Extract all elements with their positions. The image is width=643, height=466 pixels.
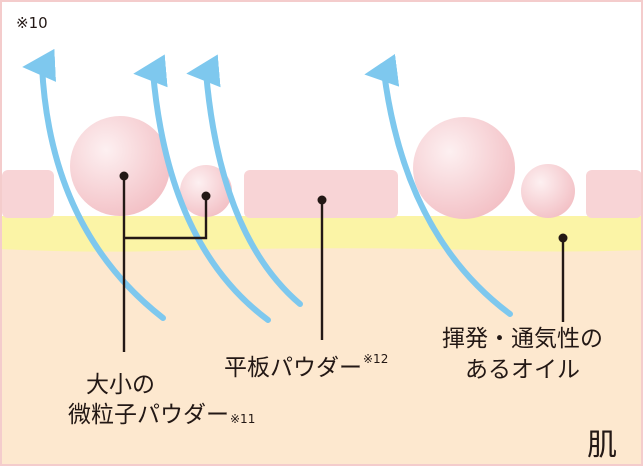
label-oil-line1: 揮発・通気性の [442,326,603,352]
label-plate-text: 平板パウダー [224,355,362,381]
plate-powder-left [2,170,54,218]
airflow-arrow-2 [133,54,271,323]
leader-line-powder [122,176,208,352]
airflow-arrow-4 [364,53,513,317]
footnote-marker: ※10 [16,14,48,32]
sphere-large-right [413,117,515,219]
leader-dot-large-sphere [119,171,129,181]
label-breathable-oil: 揮発・通気性の あるオイル [442,324,603,386]
label-plate-powder: 平板パウダー※12 [224,348,388,382]
airflow-arrow-3 [186,54,303,307]
leader-dot-oil [558,233,568,243]
sphere-small-right [521,164,575,218]
plate-powder-right [586,170,641,218]
label-powder-footnote: ※11 [230,412,256,426]
label-micro-particle-powder: 大小の 微粒子パウダー※11 [68,370,255,430]
label-skin: 肌 [587,428,617,463]
sphere-large-left [70,116,170,216]
airflow-arrow-1 [22,48,166,321]
leader-dot-plate [317,195,327,205]
label-oil-line2: あるオイル [465,357,580,383]
label-plate-footnote: ※12 [363,352,389,366]
plate-powder-center [244,170,398,218]
sphere-small-left [180,165,232,217]
label-powder-line1: 大小の [86,372,155,398]
leader-dot-small-sphere [201,191,211,201]
label-powder-line2: 微粒子パウダー [68,402,229,428]
